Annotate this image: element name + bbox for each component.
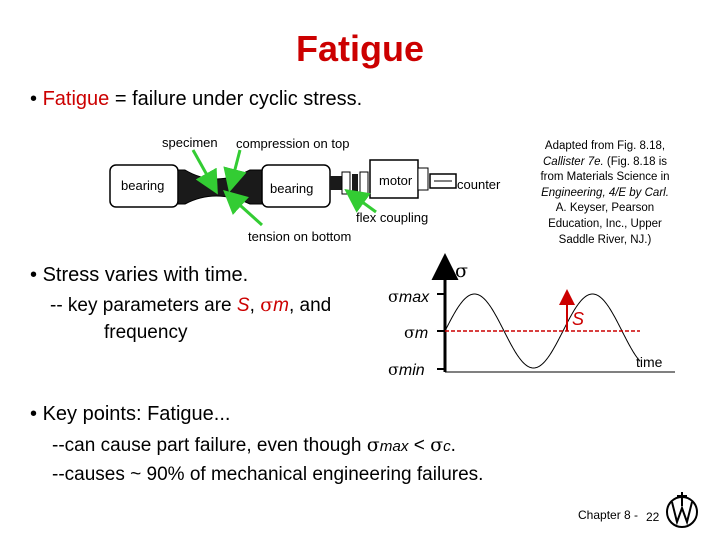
s-graph-label: S <box>572 309 585 329</box>
key-points-details: --can cause part failure, even though σm… <box>52 431 483 489</box>
stress-varies-text: Stress varies with time. <box>42 264 249 286</box>
bullet-stress-varies: • Stress varies with time. <box>30 264 248 287</box>
counter-label: counter <box>457 177 501 192</box>
fatigue-definition-text: = failure under cyclic stress. <box>109 88 363 110</box>
sigma-m-label: σm <box>404 323 429 342</box>
wiley-logo-icon <box>662 488 702 537</box>
compression-arrow <box>223 149 247 193</box>
bullet-marker: • <box>30 403 38 425</box>
bullet-fatigue-definition: • Fatigue = failure under cyclic stress. <box>30 88 362 111</box>
key-parameters-line1: -- key parameters are S, σm, and <box>50 294 332 316</box>
motor-label: motor <box>379 173 413 188</box>
stress-sine-curve <box>444 293 641 369</box>
bullet-key-points: • Key points: Fatigue... <box>30 403 230 426</box>
bullet-marker: • <box>30 88 38 110</box>
key-point-line1: --can cause part failure, even though σm… <box>52 434 456 456</box>
credit-line: from Materials Science in <box>540 171 670 184</box>
tension-label: tension on bottom <box>248 229 352 244</box>
credit-line: Saddle River, NJ.) <box>558 233 652 246</box>
bearing-left-label: bearing <box>121 178 165 193</box>
credit-line: Education, Inc., Upper <box>548 217 662 230</box>
credit-line: Callister 7e. (Fig. 8.18 is <box>543 155 667 168</box>
specimen-shape <box>177 169 263 205</box>
fatigue-term: Fatigue <box>42 88 110 110</box>
bullet-marker: • <box>30 264 38 286</box>
credit-line: A. Keyser, Pearson <box>555 202 655 215</box>
key-parameters-line2: frequency <box>104 322 188 343</box>
shaft <box>330 176 342 190</box>
sigma-max-label: σmax <box>388 287 430 306</box>
key-points-text: Key points: Fatigue... <box>42 403 231 425</box>
key-point-line2: --causes ~ 90% of mechanical engineering… <box>52 464 484 485</box>
figure-credit: Adapted from Fig. 8.18, Callister 7e. (F… <box>530 139 680 248</box>
bearing-right-label: bearing <box>270 181 314 196</box>
motor-shaft-end <box>417 167 429 191</box>
flex-coupling-shape <box>341 171 369 195</box>
sigma-symbol: σ <box>260 294 274 316</box>
coupling-arrow <box>344 188 377 214</box>
page-title: Fatigue <box>295 28 424 69</box>
flex-coupling-label: flex coupling <box>356 210 429 225</box>
chapter-label: Chapter 8 - <box>578 508 639 522</box>
specimen-arrow <box>191 149 218 195</box>
key-parameters-text: -- key parameters are S, σm, and frequen… <box>50 292 331 346</box>
motor-box <box>369 159 419 199</box>
compression-label: compression on top <box>236 136 350 151</box>
page-number: 22 <box>646 510 660 524</box>
tension-arrow <box>223 189 264 227</box>
credit-line: Adapted from Fig. 8.18, <box>544 140 666 152</box>
credit-line: Engineering, 4/E by Carl. <box>541 186 669 199</box>
sigma-axis-label: σ <box>455 260 468 282</box>
specimen-label: specimen <box>162 135 218 150</box>
sigma-min-label: σmin <box>388 360 425 379</box>
s-parameter: S <box>236 295 250 316</box>
time-axis-label: time <box>636 354 663 370</box>
